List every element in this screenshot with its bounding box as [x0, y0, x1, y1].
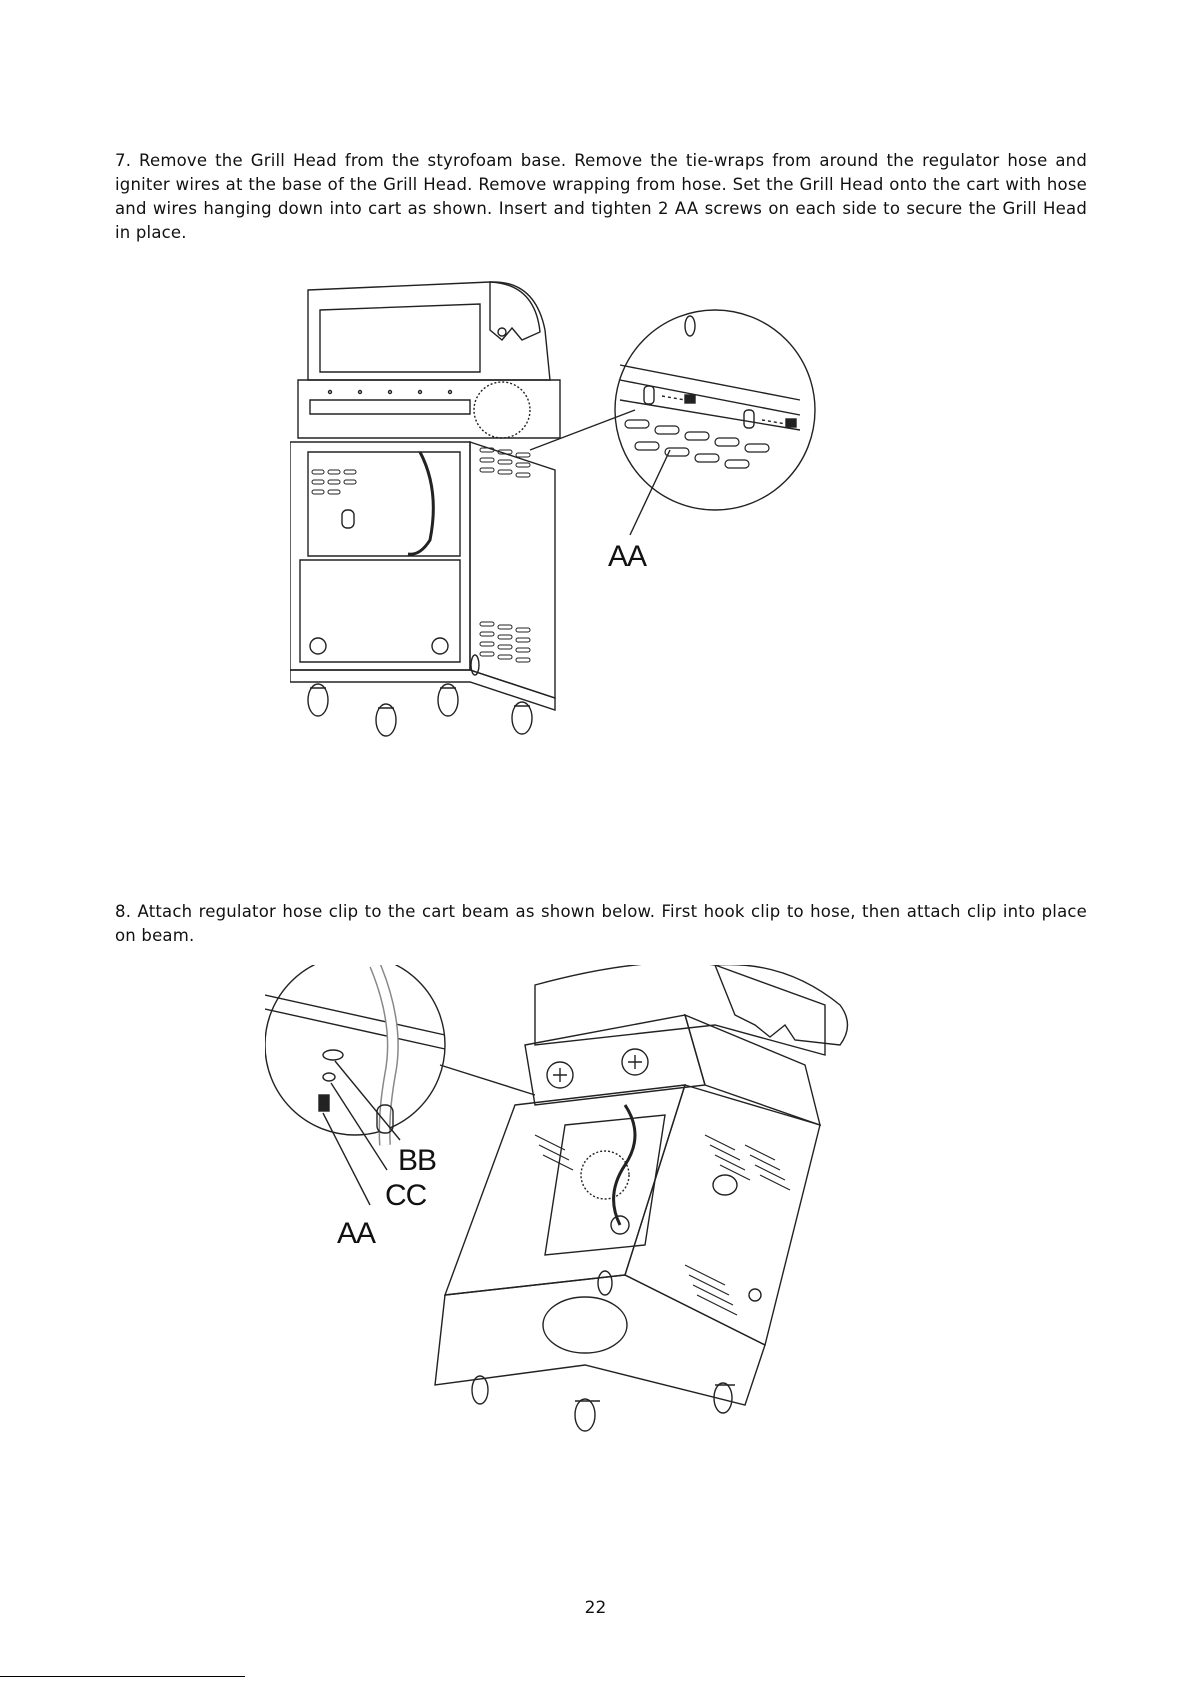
callout-aa-label: AA: [608, 540, 647, 573]
callout-cc-label: CC: [385, 1179, 427, 1212]
callout-bb-label: BB: [398, 1144, 436, 1177]
page-number: 22: [584, 1598, 607, 1618]
figure-hose-clip-attachment: BB CC AA: [265, 965, 849, 1432]
figure-grill-head-on-cart: AA: [290, 281, 816, 737]
grill-lid-illustration: [307, 281, 551, 381]
cart-body-illustration: [290, 441, 556, 711]
footer-rule: [0, 1676, 245, 1677]
step-8-instruction: 8. Attach regulator hose clip to the car…: [115, 901, 1087, 945]
screw-detail-callout: [529, 309, 816, 536]
callout-aa-label-2: AA: [337, 1217, 376, 1250]
caster-wheels-illustration: [307, 683, 533, 737]
firebox-illustration: [297, 379, 561, 439]
step-7-instruction: 7. Remove the Grill Head from the styrof…: [115, 150, 1087, 242]
hose-clip-detail-callout: [265, 965, 536, 1206]
tilted-grill-illustration: [434, 965, 849, 1432]
